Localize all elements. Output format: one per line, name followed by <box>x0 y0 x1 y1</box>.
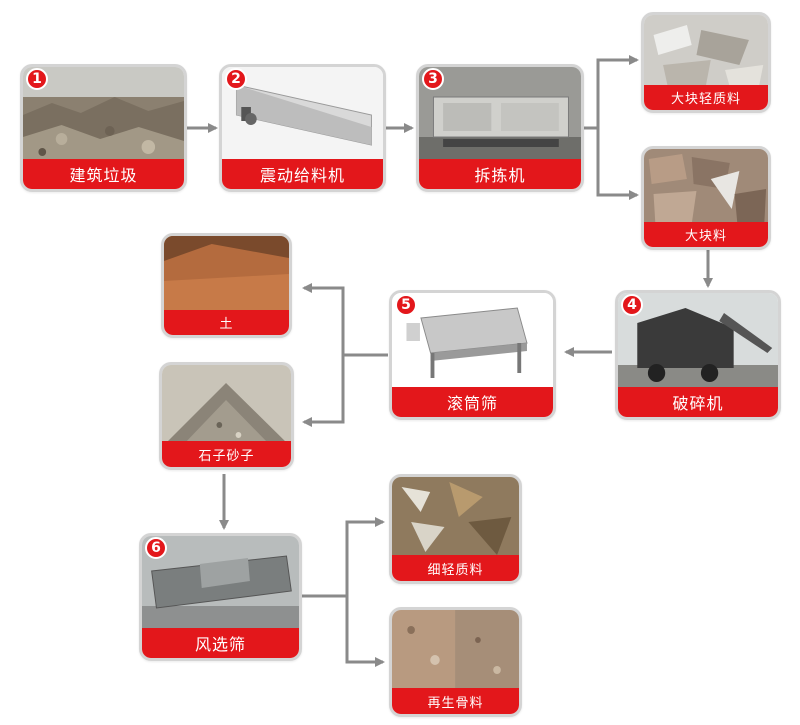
node-fine-light-material: 细轻质料 <box>389 474 522 584</box>
soil-label: 土 <box>164 310 289 335</box>
large-block-material-image <box>644 149 768 228</box>
step-1-badge: 1 <box>26 68 48 90</box>
fine-light-material-image <box>392 477 519 561</box>
crusher-label: 破碎机 <box>618 387 778 417</box>
arrow-6-to-recycled <box>345 596 385 667</box>
arrow-5-to-stone <box>302 355 345 427</box>
node-recycled-aggregate: 再生骨料 <box>389 607 522 717</box>
step-4-badge: 4 <box>621 294 643 316</box>
recycled-aggregate-label: 再生骨料 <box>392 688 519 714</box>
trommel-screen-image <box>392 293 553 391</box>
large-light-material-image <box>644 15 768 91</box>
step-3-badge: 3 <box>422 68 444 90</box>
vibrating-feeder-image <box>222 67 383 163</box>
arrow-5-split <box>302 283 388 357</box>
node-large-block-material: 大块料 <box>641 146 771 250</box>
sorting-machine-image <box>419 67 581 163</box>
node-large-light-material: 大块轻质料 <box>641 12 771 113</box>
construction-waste-label: 建筑垃圾 <box>23 159 184 189</box>
arrow-3-split <box>584 55 639 130</box>
vibrating-feeder-label: 震动给料机 <box>222 159 383 189</box>
construction-waste-image <box>23 67 184 163</box>
node-sorting-machine: 拆拣机 <box>416 64 584 192</box>
recycled-aggregate-image <box>392 610 519 694</box>
air-separator-label: 风选筛 <box>142 628 299 658</box>
arrow-3-to-large-block <box>596 128 639 200</box>
step-5-badge: 5 <box>395 294 417 316</box>
node-construction-waste: 建筑垃圾 <box>20 64 187 192</box>
node-soil: 土 <box>161 233 292 338</box>
fine-light-material-label: 细轻质料 <box>392 555 519 581</box>
stone-sand-label: 石子砂子 <box>162 441 291 467</box>
stone-sand-image <box>162 365 291 447</box>
crusher-image <box>618 293 778 391</box>
node-crusher: 破碎机 <box>615 290 781 420</box>
arrow-6-split <box>302 517 385 598</box>
trommel-screen-label: 滚筒筛 <box>392 387 553 417</box>
node-trommel-screen: 滚筒筛 <box>389 290 556 420</box>
sorting-machine-label: 拆拣机 <box>419 159 581 189</box>
air-separator-image <box>142 536 299 632</box>
node-air-separator: 风选筛 <box>139 533 302 661</box>
step-6-badge: 6 <box>145 537 167 559</box>
soil-image <box>164 236 289 316</box>
node-stone-sand: 石子砂子 <box>159 362 294 470</box>
large-block-material-label: 大块料 <box>644 222 768 247</box>
node-vibrating-feeder: 震动给料机 <box>219 64 386 192</box>
large-light-material-label: 大块轻质料 <box>644 85 768 110</box>
step-2-badge: 2 <box>225 68 247 90</box>
